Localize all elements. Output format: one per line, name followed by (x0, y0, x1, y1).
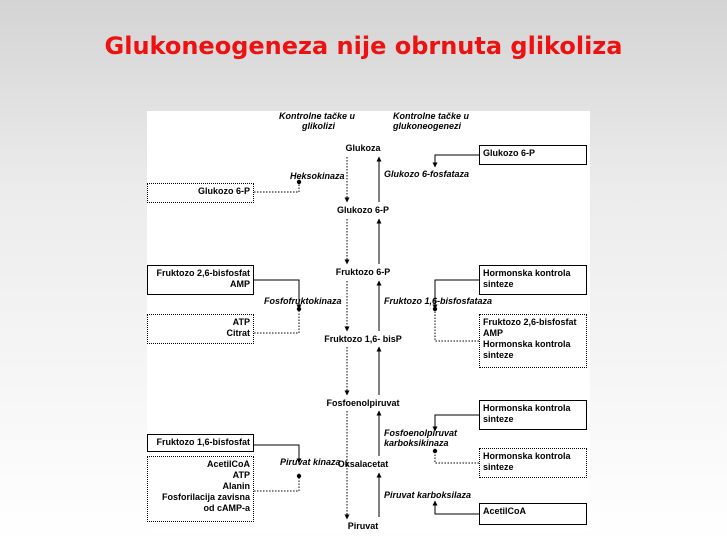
slide-title: Glukoneogeneza nije obrnuta glikoliza (104, 32, 623, 60)
box-text: Fruktozo 2,6-bisfosfat (483, 317, 577, 327)
left-box-pk-inhibitors: AcetilCoA ATP Alanin Fosforilacija zavis… (147, 456, 254, 522)
box-text: sinteze (483, 414, 514, 424)
box-text: AcetilCoA (483, 506, 527, 516)
enzyme-pyruvate-kinase: Piruvat kinaza (280, 457, 341, 467)
right-box-glucose-6p: Glukozo 6-P (479, 145, 587, 165)
box-text: sinteze (483, 462, 514, 472)
box-text: Hormonska kontrola (483, 268, 571, 278)
enzyme-pepck-line2: karboksikinaza (384, 438, 449, 448)
left-box-pk-activators: Fruktozo 1,6-bisfosfat (147, 434, 254, 452)
enzyme-fructose-bisphosphatase: Fruktozo 1,6-bisfosfataza (384, 296, 493, 306)
right-box-pepck-inhibitors: Hormonska kontrola sinteze (479, 448, 587, 478)
left-box-pfk-inhibitors: ATP Citrat (147, 314, 254, 344)
metabolite-oxaloacetate: Oksalacetat (337, 459, 389, 469)
glycolysis-gluconeogenesis-diagram: Kontrolne tačke u glikolizi Kontrolne ta… (147, 111, 590, 531)
enzyme-glucose-6-phosphatase: Glukozo 6-fosfataza (384, 169, 470, 179)
glycolysis-header-line2: glikolizi (301, 121, 335, 131)
box-text: AcetilCoA (206, 459, 250, 469)
left-box-glucose-6p: Glukozo 6-P (147, 183, 254, 203)
box-text: Fruktozo 2,6-bisfosfat (156, 268, 250, 278)
box-text: ATP (232, 317, 250, 327)
diagram-lines (254, 154, 479, 520)
left-box-pfk-activators: Fruktozo 2,6-bisfosfat AMP (147, 265, 254, 295)
enzyme-pyruvate-carboxylase: Piruvat karboksilaza (384, 490, 472, 500)
enzyme-hexokinase: Heksokinaza (290, 171, 345, 181)
left-inhibitor-lines (254, 184, 300, 492)
box-text: AMP (230, 279, 250, 289)
gluconeogenesis-header-line2: glukoneogenezi (393, 121, 462, 131)
right-inhibition-dots (432, 306, 438, 454)
box-text: Alanin (222, 481, 250, 491)
box-text: Hormonska kontrola (483, 403, 571, 413)
metabolite-pyruvate: Piruvat (347, 521, 379, 531)
box-text: Hormonska kontrola (483, 339, 571, 349)
box-text: Glukozo 6-P (197, 186, 250, 196)
metabolite-fructose-16-bisp: Fruktozo 1,6- bisP (324, 334, 402, 344)
right-regulator-lines (432, 154, 479, 515)
box-text: Fruktozo 1,6-bisfosfat (156, 437, 250, 447)
enzyme-phosphofructokinase: Fosfofruktokinaza (264, 296, 342, 306)
glycolysis-header-line1: Kontrolne tačke u (278, 111, 355, 121)
metabolite-glucose: Glukoza (345, 143, 381, 153)
right-box-pepck-activators: Hormonska kontrola sinteze (479, 400, 587, 430)
box-text: Fosforilacija zavisna (161, 492, 250, 502)
box-text: Glukozo 6-P (483, 148, 536, 158)
right-box-pc-activators: AcetilCoA (479, 503, 587, 525)
left-inhibition-dots (296, 179, 302, 479)
box-text: sinteze (483, 279, 514, 289)
box-text: sinteze (483, 350, 514, 360)
gluconeogenesis-header-line1: Kontrolne tačke u (393, 111, 470, 121)
metabolite-glucose-6p: Glukozo 6-P (336, 205, 390, 215)
metabolite-phosphoenolpyruvate: Fosfoenolpiruvat (326, 398, 400, 408)
right-inhibitor-lines (434, 311, 479, 464)
box-text: ATP (232, 470, 250, 480)
right-box-fbpase-inhibitors: Fruktozo 2,6-bisfosfat AMP Hormonska kon… (479, 314, 587, 368)
box-text: Hormonska kontrola (483, 451, 571, 461)
enzyme-pepck-line1: Fosfoenolpiruvat (384, 428, 458, 438)
metabolite-fructose-6p: Fruktozo 6-P (335, 267, 391, 277)
box-text: Citrat (226, 328, 250, 338)
box-text: od cAMP-a (203, 503, 250, 513)
left-regulator-lines (254, 279, 302, 464)
right-box-fbpase-activators: Hormonska kontrola sinteze (479, 265, 587, 295)
box-text: AMP (483, 328, 503, 338)
